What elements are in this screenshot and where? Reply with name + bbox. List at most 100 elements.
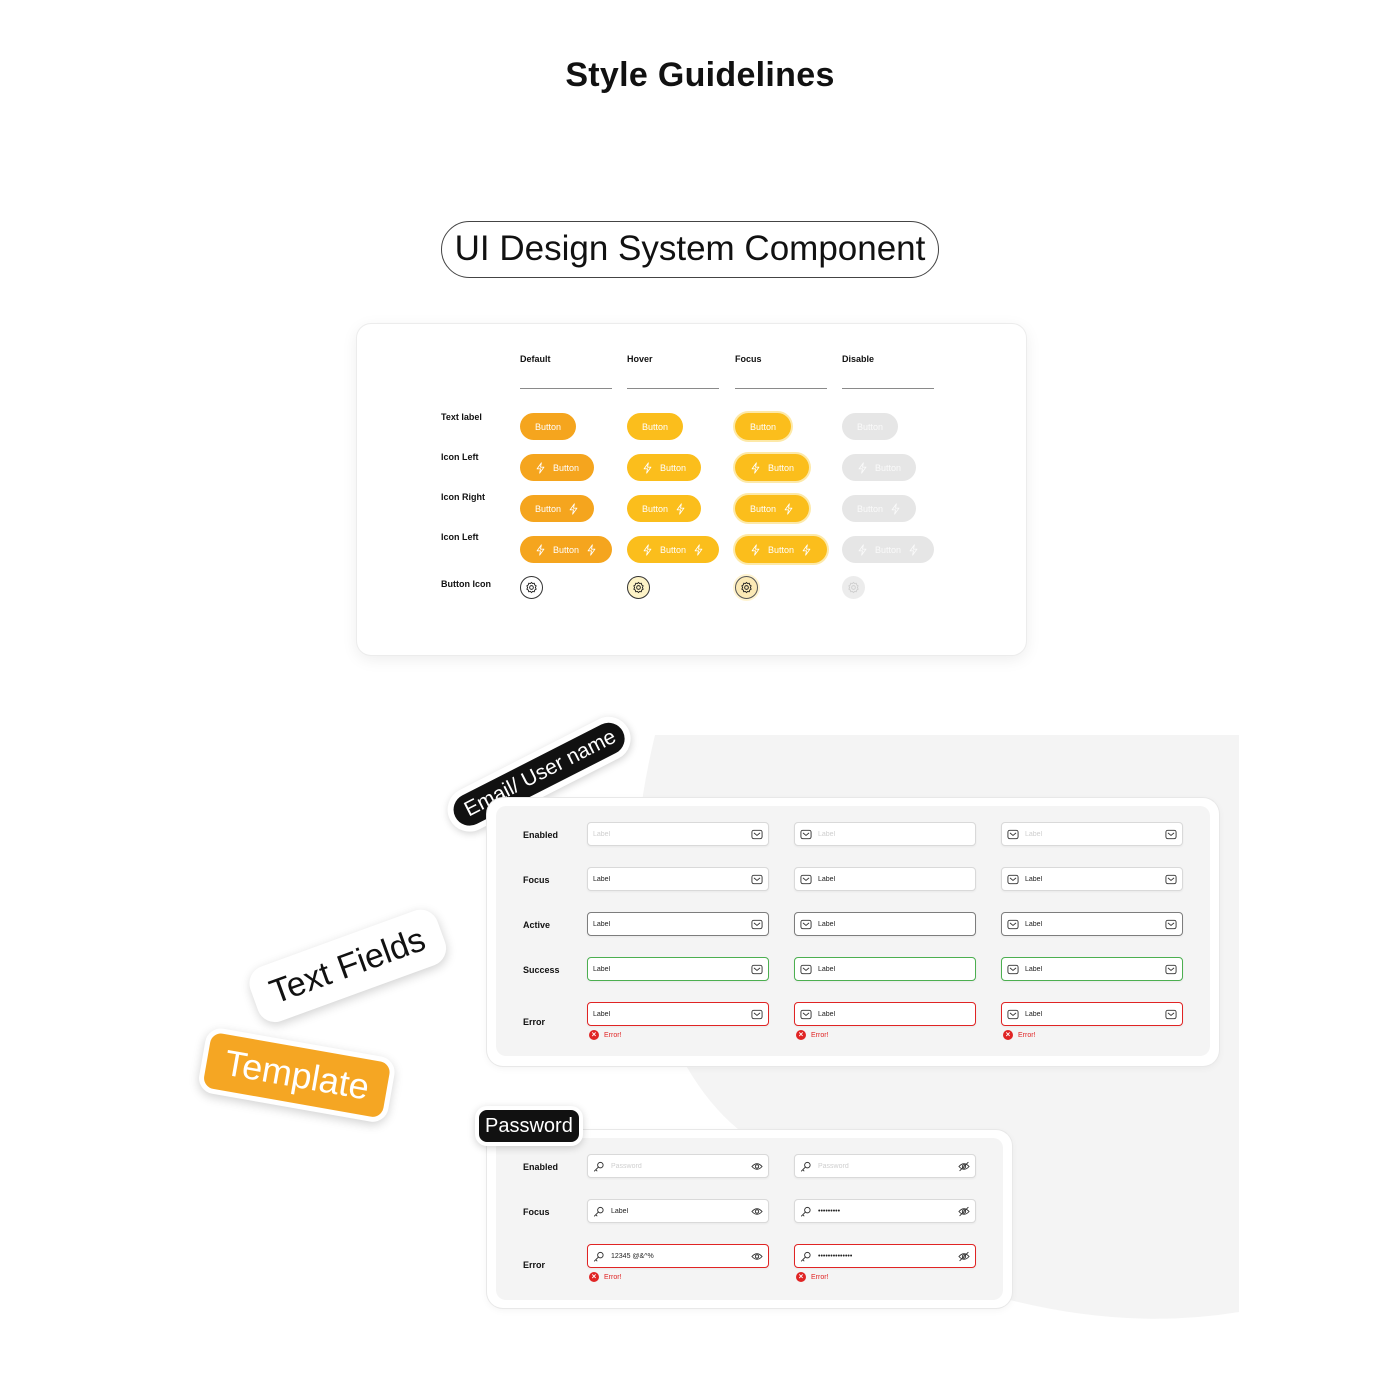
- mail-icon: [800, 1009, 812, 1020]
- email-field-active[interactable]: Label: [587, 912, 769, 936]
- gear-icon: [740, 581, 753, 594]
- button-both-default[interactable]: Button: [520, 536, 612, 563]
- field-text: Label: [593, 920, 611, 928]
- password-field-error[interactable]: 12345 @&^%: [587, 1244, 769, 1268]
- row-text-label: Text label: [441, 412, 482, 422]
- row-icon-left: Icon Left: [441, 452, 479, 462]
- lightning-icon: [642, 543, 653, 556]
- email-field-error[interactable]: Label: [1001, 1002, 1183, 1026]
- mail-icon: [1165, 964, 1177, 975]
- email-field-focus[interactable]: Label: [587, 867, 769, 891]
- button-label: Button: [767, 544, 795, 555]
- lightning-icon: [693, 543, 704, 556]
- lightning-icon: [675, 502, 686, 515]
- eye-off-icon[interactable]: [958, 1251, 970, 1262]
- mail-icon: [1165, 919, 1177, 930]
- email-field-success[interactable]: Label: [1001, 957, 1183, 981]
- row-button-icon: Button Icon: [441, 579, 491, 589]
- lightning-icon: [642, 461, 653, 474]
- error-icon: ×: [1003, 1030, 1013, 1040]
- key-icon: [800, 1161, 812, 1172]
- password-field-enabled[interactable]: Password: [587, 1154, 769, 1178]
- col-disable: Disable: [842, 354, 875, 364]
- mail-icon: [800, 874, 812, 885]
- email-field-active[interactable]: Label: [794, 912, 976, 936]
- icon-button-hover[interactable]: [627, 576, 650, 599]
- button-label: Button: [856, 503, 884, 514]
- icon-button-focus[interactable]: [735, 576, 758, 599]
- field-text: Label: [593, 830, 611, 838]
- button-left-focus[interactable]: Button: [735, 454, 809, 481]
- button-label: Button: [856, 421, 884, 432]
- email-field-active[interactable]: Label: [1001, 912, 1183, 936]
- button-text-default[interactable]: Button: [520, 413, 576, 440]
- button-left-default[interactable]: Button: [520, 454, 594, 481]
- email-field-enabled[interactable]: Label: [587, 822, 769, 846]
- button-text-focus[interactable]: Button: [735, 413, 791, 440]
- gear-icon: [632, 581, 645, 594]
- eye-icon[interactable]: [751, 1251, 763, 1262]
- mail-icon: [1007, 874, 1019, 885]
- col-hover: Hover: [627, 354, 653, 364]
- key-icon: [800, 1206, 812, 1217]
- field-text: Label: [593, 965, 611, 973]
- button-right-default[interactable]: Button: [520, 495, 594, 522]
- eye-icon[interactable]: [751, 1161, 763, 1172]
- button-both-hover[interactable]: Button: [627, 536, 719, 563]
- key-icon: [593, 1251, 605, 1262]
- email-state-focus: Focus: [523, 875, 550, 885]
- password-state-focus: Focus: [523, 1207, 550, 1217]
- button-text-disable: Button: [842, 413, 898, 440]
- password-field-error[interactable]: ••••••••••••••: [794, 1244, 976, 1268]
- email-field-enabled[interactable]: Label: [794, 822, 976, 846]
- error-icon: ×: [796, 1030, 806, 1040]
- password-field-focus[interactable]: •••••••••: [794, 1199, 976, 1223]
- eye-off-icon[interactable]: [958, 1161, 970, 1172]
- button-right-disable: Button: [842, 495, 916, 522]
- button-label: Button: [641, 421, 669, 432]
- button-label: Button: [659, 462, 687, 473]
- error-message: ×Error!: [796, 1272, 829, 1282]
- button-right-focus[interactable]: Button: [735, 495, 809, 522]
- email-field-enabled[interactable]: Label: [1001, 822, 1183, 846]
- gear-icon: [525, 581, 538, 594]
- button-left-hover[interactable]: Button: [627, 454, 701, 481]
- button-right-hover[interactable]: Button: [627, 495, 701, 522]
- key-icon: [593, 1206, 605, 1217]
- email-field-success[interactable]: Label: [587, 957, 769, 981]
- email-field-error[interactable]: Label: [587, 1002, 769, 1026]
- icon-button-default[interactable]: [520, 576, 543, 599]
- password-field-enabled[interactable]: Password: [794, 1154, 976, 1178]
- button-both-focus[interactable]: Button: [735, 536, 827, 563]
- lightning-icon: [890, 502, 901, 515]
- col-focus: Focus: [735, 354, 762, 364]
- error-message: ×Error!: [1003, 1030, 1036, 1040]
- row-icon-right: Icon Right: [441, 492, 485, 502]
- page-title: Style Guidelines: [565, 56, 835, 94]
- email-field-focus[interactable]: Label: [1001, 867, 1183, 891]
- button-text-hover[interactable]: Button: [627, 413, 683, 440]
- button-label: Button: [749, 503, 777, 514]
- email-field-focus[interactable]: Label: [794, 867, 976, 891]
- lightning-icon: [783, 502, 794, 515]
- field-text: Label: [818, 920, 836, 928]
- error-icon: ×: [796, 1272, 806, 1282]
- mail-icon: [1165, 829, 1177, 840]
- key-icon: [593, 1161, 605, 1172]
- email-state-error: Error: [523, 1017, 546, 1027]
- lightning-icon: [568, 502, 579, 515]
- password-field-focus[interactable]: Label: [587, 1199, 769, 1223]
- mail-icon: [800, 964, 812, 975]
- email-field-success[interactable]: Label: [794, 957, 976, 981]
- eye-icon[interactable]: [751, 1206, 763, 1217]
- lightning-icon: [535, 543, 546, 556]
- field-text: Label: [611, 1207, 629, 1215]
- button-states-card: Default Hover Focus Disable Text label I…: [357, 324, 1026, 655]
- lightning-icon: [750, 543, 761, 556]
- eye-off-icon[interactable]: [958, 1206, 970, 1217]
- button-label: Button: [552, 544, 580, 555]
- email-field-error[interactable]: Label: [794, 1002, 976, 1026]
- field-text: Label: [818, 1010, 836, 1018]
- error-message: ×Error!: [589, 1030, 622, 1040]
